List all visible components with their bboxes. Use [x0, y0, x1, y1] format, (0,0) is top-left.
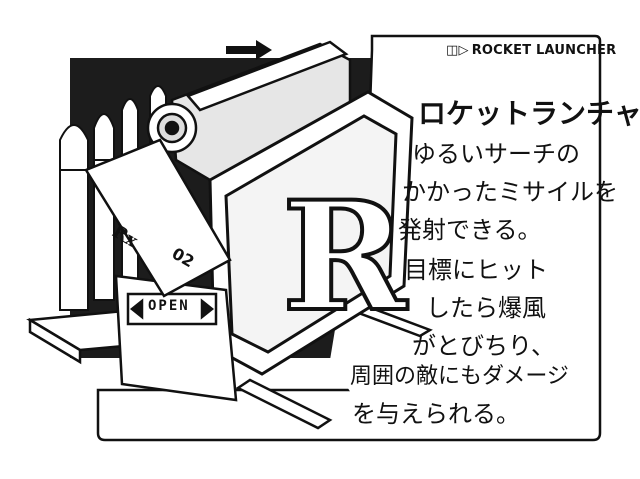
open-box — [114, 274, 238, 402]
emblem-letter: R — [280, 169, 409, 345]
description-line-8: を与えられる。 — [352, 400, 520, 428]
header-label: ◫▷ROCKET LAUNCHER — [446, 43, 617, 58]
arrow-icon — [226, 40, 272, 60]
page-title: ロケットランチャー — [418, 97, 640, 130]
description-line-4: 目標にヒット — [404, 256, 548, 284]
description-line-6: がとびちり、 — [412, 332, 556, 360]
description-line-7: 周囲の敵にもダメージ — [350, 364, 569, 389]
arrow-left-icon — [129, 298, 144, 320]
description-line-3: 発射できる。 — [398, 216, 542, 244]
description-line-1: ゆるいサーチの — [412, 140, 580, 168]
open-label: OPEN — [148, 298, 190, 314]
side-panel — [84, 138, 232, 298]
description-line-5: したら爆風 — [426, 294, 546, 322]
od-icon: ◫▷ — [446, 43, 469, 58]
description-line-2: かかったミサイルを — [402, 178, 618, 206]
front-housing — [208, 90, 414, 376]
arrow-right-icon — [200, 298, 215, 320]
